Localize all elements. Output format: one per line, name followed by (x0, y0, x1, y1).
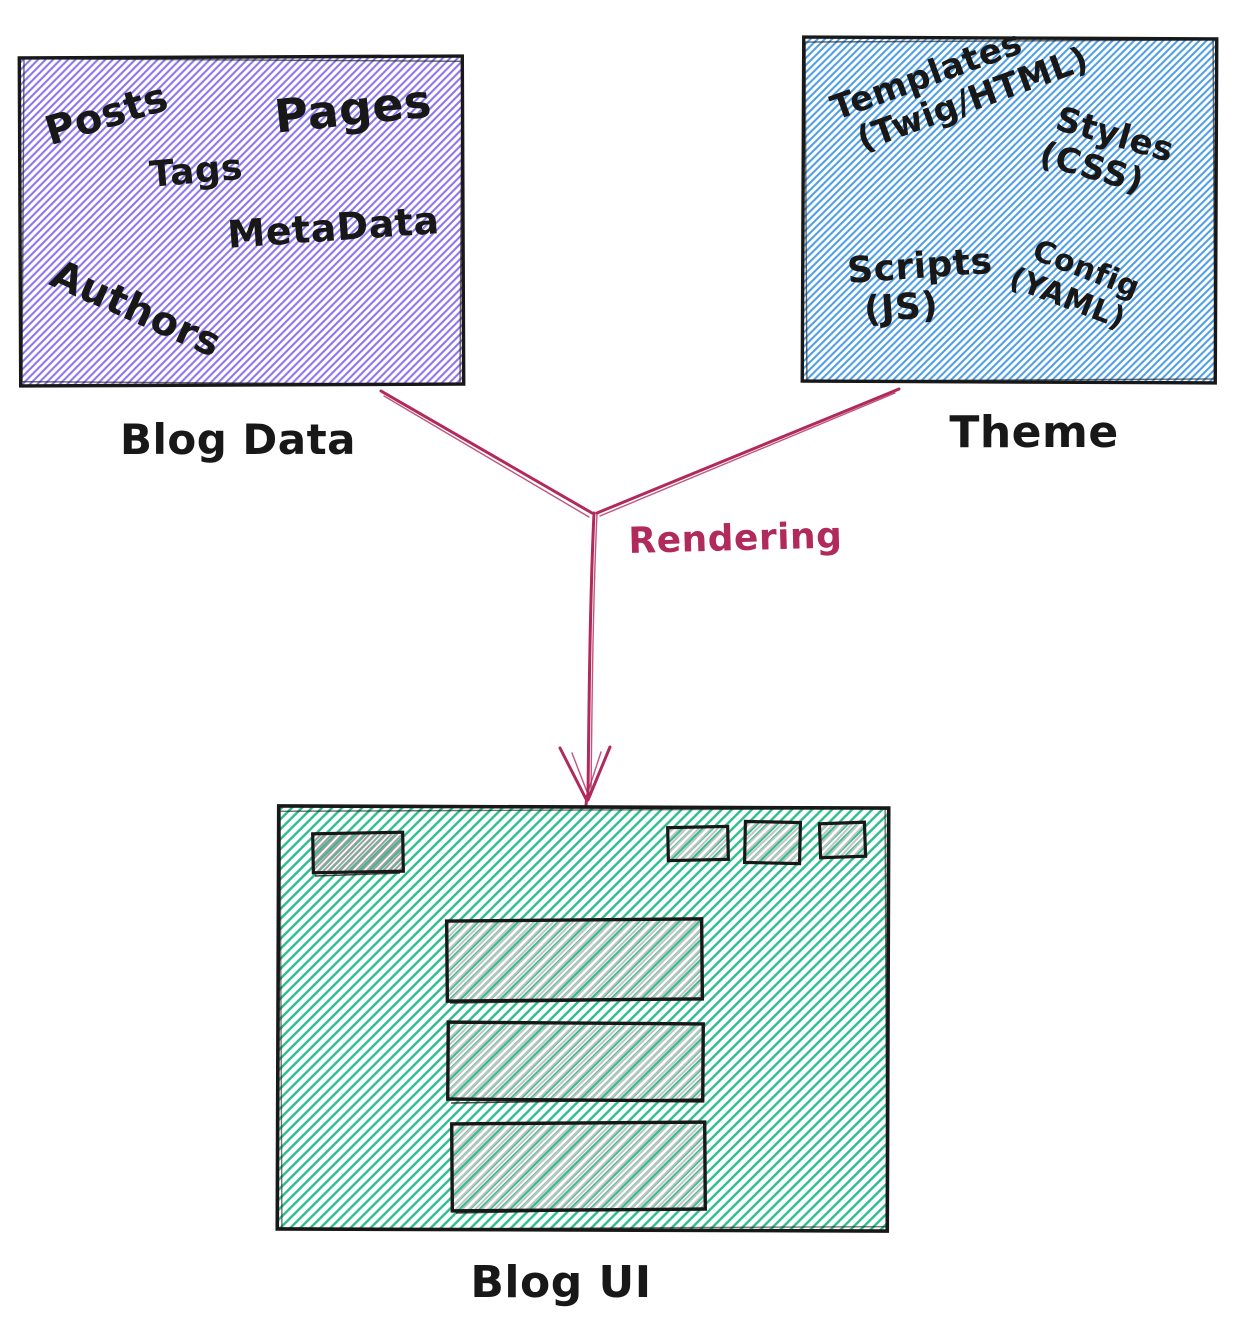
blogui-nav-item-3 (817, 820, 868, 860)
blogui-content-block-1 (444, 917, 705, 1004)
blogui-nav-item-2 (742, 819, 803, 866)
blog-ui-label: Blog UI (470, 1257, 652, 1308)
blog-data-label: Blog Data (119, 415, 357, 464)
theme-label: Theme (949, 407, 1119, 458)
blog-data-item-tags: Tags (147, 146, 245, 196)
blogui-content-block-3 (449, 1120, 708, 1214)
theme-item-scripts: Scripts (JS) (846, 241, 997, 333)
blogui-content-block-2 (446, 1020, 705, 1104)
arrow-down-shaft (586, 511, 596, 799)
rendering-arrows (379, 387, 901, 807)
arrow-from-blog-data (379, 389, 594, 515)
arrowhead-icon (558, 745, 612, 807)
arrow-from-theme (595, 387, 901, 515)
theme-box (800, 35, 1219, 385)
blog-ui-box (275, 804, 891, 1233)
blogui-nav-item-1 (666, 824, 730, 863)
blog-data-box (17, 54, 466, 388)
rendering-label: Rendering (627, 515, 843, 562)
blogui-logo-placeholder (311, 830, 405, 877)
